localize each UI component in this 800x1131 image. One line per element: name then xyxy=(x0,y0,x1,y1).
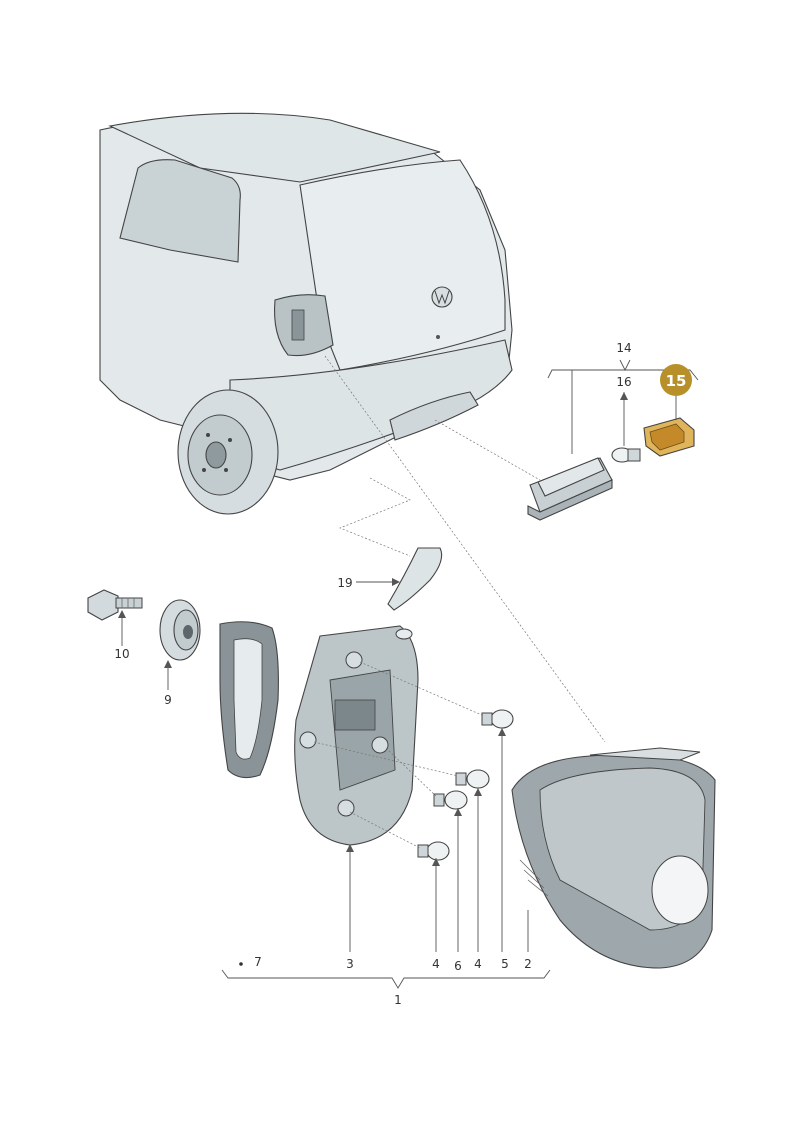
callout-2: 2 xyxy=(524,957,532,971)
bulb-carrier-3 xyxy=(294,625,419,846)
callout-9: 9 xyxy=(164,693,172,707)
callout-4-right: 4 xyxy=(474,957,482,971)
cover-19 xyxy=(387,547,443,611)
callout-5: 5 xyxy=(501,957,509,971)
bulbs xyxy=(417,709,514,861)
callout-19: 19 xyxy=(337,576,352,590)
nut-9 xyxy=(159,599,201,661)
callout-15: 15 xyxy=(666,372,687,390)
tail-light-housing-2 xyxy=(511,747,716,969)
callout-16: 16 xyxy=(616,375,631,389)
callout-1: 1 xyxy=(394,993,402,1007)
bulb-holder-15 xyxy=(643,417,695,457)
bulb-16 xyxy=(611,447,641,463)
callout-7: 7 xyxy=(254,955,262,969)
car-rear-illustration xyxy=(99,112,513,515)
callout-4-left: 4 xyxy=(432,957,440,971)
callout-14: 14 xyxy=(616,341,631,355)
bolt-10 xyxy=(87,589,143,621)
callout-10: 10 xyxy=(114,647,129,661)
license-plate-light xyxy=(527,457,613,521)
callout-15-badge: 15 xyxy=(660,364,692,396)
callout-3: 3 xyxy=(346,957,354,971)
callout-6: 6 xyxy=(454,959,462,973)
